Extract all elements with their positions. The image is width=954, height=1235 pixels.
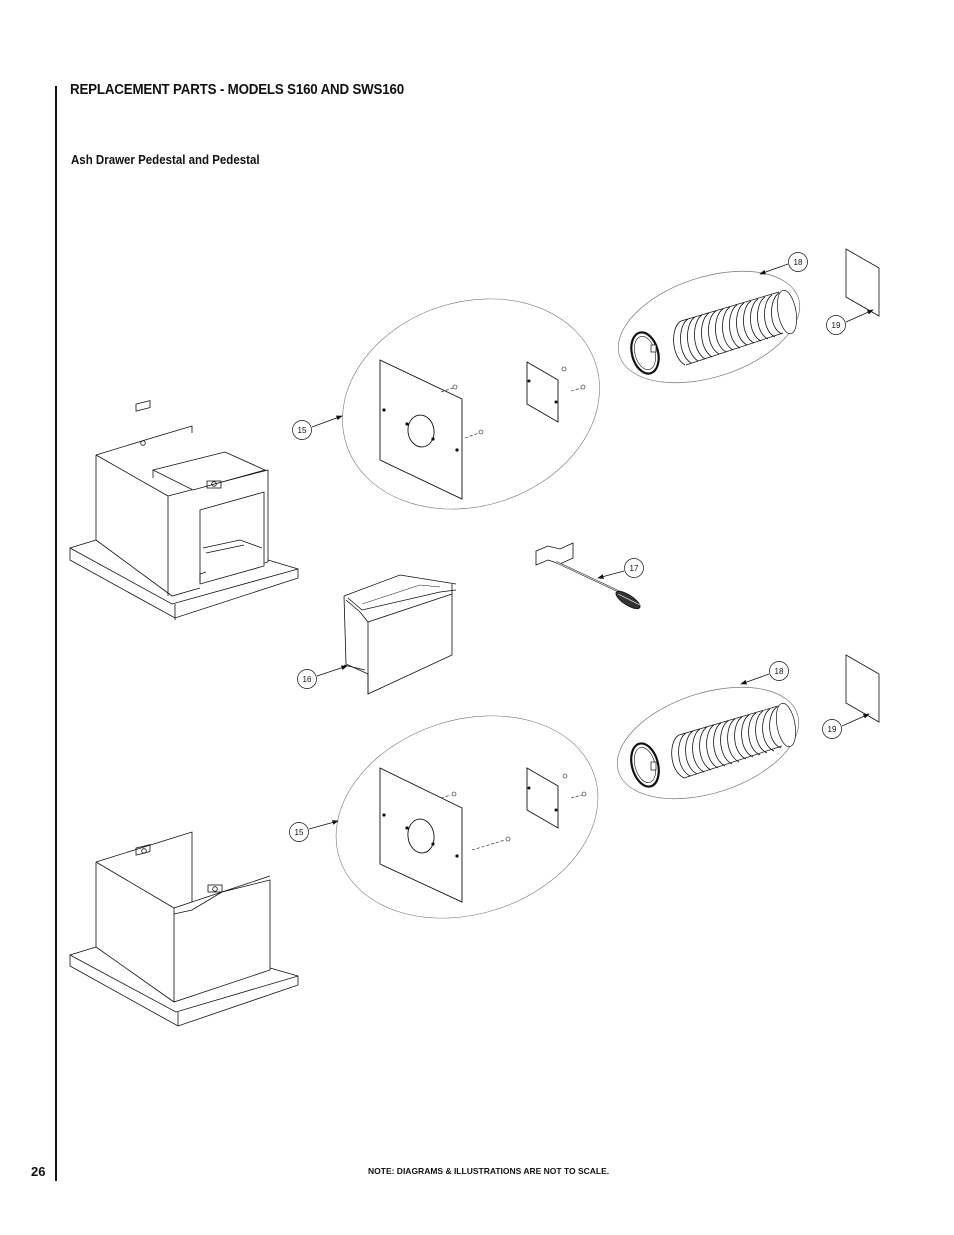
pedestal [69,831,299,1027]
page-title: REPLACEMENT PARTS - MODELS S160 AND SWS1… [70,82,404,98]
callout-19-bottom: 19 [822,713,870,739]
ash-drawer-pedestal [69,400,299,620]
callout-18-top: 18 [759,252,808,275]
callout-label: 18 [794,258,803,267]
cover-plate-top [845,248,880,317]
callout-label: 15 [295,828,304,837]
callout-19-top: 19 [826,309,874,335]
flue-plate-assembly-bottom [335,715,599,919]
page-number: 26 [31,1164,46,1179]
callout-label: 17 [630,564,639,573]
callout-15-top: 15 [292,415,343,440]
flue-plate-assembly-top [342,298,600,510]
callout-label: 15 [298,426,307,435]
callout-label: 19 [828,725,837,734]
section-subtitle: Ash Drawer Pedestal and Pedestal [71,153,260,167]
callout-16: 16 [297,665,348,689]
callout-label: 16 [303,675,312,684]
vent-pipe-bottom [616,686,800,800]
callout-17: 17 [597,558,644,579]
vent-pipe-top [617,270,801,384]
ash-drawer [343,574,457,695]
callout-15-bottom: 15 [289,820,339,842]
callout-label: 19 [832,321,841,330]
ash-tool [535,542,641,610]
scale-note: NOTE: DIAGRAMS & ILLUSTRATIONS ARE NOT T… [368,1166,610,1176]
cover-plate-bottom [845,654,880,723]
margin-rule [55,86,57,1181]
callout-18-bottom: 18 [740,661,789,685]
callout-label: 18 [775,667,784,676]
